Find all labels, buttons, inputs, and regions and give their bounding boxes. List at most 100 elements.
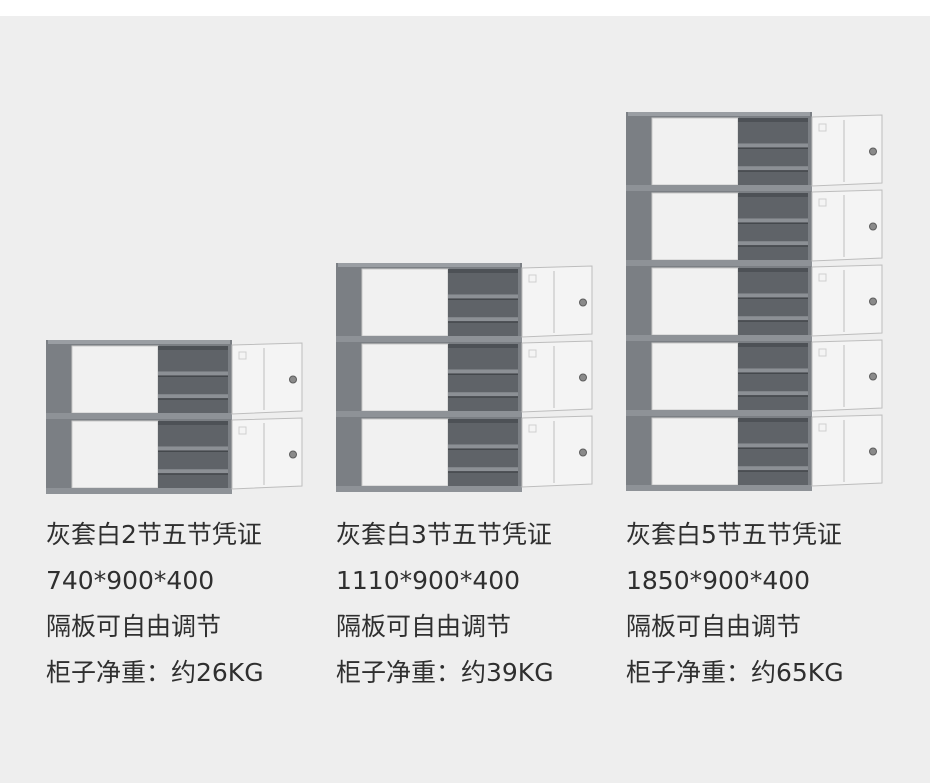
product-weight: 柜子净重：约65KG [626, 658, 844, 687]
shelf-shadow [738, 170, 808, 172]
product-title: 灰套白3节五节凭证 [336, 520, 552, 549]
shelf-shadow [738, 245, 808, 247]
shelf-shadow [738, 395, 808, 397]
sliding-door [361, 268, 449, 337]
shelf-shadow [738, 447, 808, 449]
shelf-shadow [738, 320, 808, 322]
interior-shadow [158, 346, 228, 350]
shelf [448, 444, 518, 449]
product-weight: 柜子净重：约26KG [46, 658, 264, 687]
product-title: 灰套白5节五节凭证 [626, 520, 842, 549]
sliding-door [361, 343, 449, 412]
shelf [448, 369, 518, 374]
lock-icon [579, 298, 587, 307]
product-feature: 隔板可自由调节 [336, 612, 512, 641]
cabinet-interior [158, 346, 228, 413]
shelf [158, 394, 228, 399]
interior-shadow [448, 419, 518, 423]
product-dimensions: 740*900*400 [46, 566, 215, 595]
door-hinge-mark [238, 426, 247, 435]
sliding-door [651, 117, 739, 186]
swing-door [811, 264, 883, 337]
sliding-door [361, 418, 449, 487]
cabinet-interior [738, 118, 808, 185]
product-feature: 隔板可自由调节 [626, 612, 802, 641]
sliding-door [651, 342, 739, 411]
shelf-shadow [448, 373, 518, 375]
cabinet-interior [448, 269, 518, 336]
door-hinge-mark [528, 424, 537, 433]
cabinet-drawing [46, 340, 303, 494]
shelf-shadow [448, 471, 518, 473]
section-divider [336, 336, 522, 342]
section-divider [46, 413, 232, 419]
shelf [738, 466, 808, 471]
cabinet-interior [738, 268, 808, 335]
cabinet-interior [738, 343, 808, 410]
shelf [448, 294, 518, 299]
swing-door [231, 342, 303, 415]
shelf-shadow [158, 450, 228, 452]
cabinet-interior [738, 418, 808, 485]
door-hinge-mark [818, 423, 827, 432]
product-dimensions: 1850*900*400 [626, 566, 811, 595]
door-hinge-mark [238, 351, 247, 360]
interior-shadow [738, 118, 808, 122]
swing-door [811, 339, 883, 412]
cabinet-5-section-image [626, 110, 884, 493]
section-divider [626, 410, 812, 416]
sliding-door [71, 420, 159, 489]
shelf [738, 241, 808, 246]
shelf-shadow [738, 222, 808, 224]
section-divider [626, 485, 812, 491]
shelf-shadow [158, 375, 228, 377]
swing-door [811, 114, 883, 187]
lock-icon [869, 222, 877, 231]
shelf-shadow [448, 396, 518, 398]
door-hinge-mark [818, 123, 827, 132]
shelf [738, 316, 808, 321]
interior-shadow [448, 344, 518, 348]
cabinet-interior [448, 419, 518, 486]
swing-door [521, 415, 593, 488]
shelf-shadow [158, 398, 228, 400]
product-dimensions: 1110*900*400 [336, 566, 521, 595]
cabinet-top-edge [48, 340, 230, 344]
shelf-shadow [738, 470, 808, 472]
shelf [158, 446, 228, 451]
swing-door [811, 189, 883, 262]
lock-icon [869, 297, 877, 306]
swing-door [811, 414, 883, 487]
door-hinge-mark [818, 273, 827, 282]
lock-icon [289, 450, 297, 459]
swing-door [521, 340, 593, 413]
shelf-shadow [738, 147, 808, 149]
cabinet-interior [158, 421, 228, 488]
interior-shadow [738, 268, 808, 272]
shelf-shadow [448, 448, 518, 450]
shelf [738, 391, 808, 396]
shelf-shadow [448, 321, 518, 323]
cabinet-drawing [336, 263, 593, 492]
shelf [738, 166, 808, 171]
interior-shadow [738, 343, 808, 347]
shelf-shadow [738, 372, 808, 374]
product-label-5-section: 灰套白5节五节凭证 1850*900*400 隔板可自由调节 柜子净重：约65K… [626, 512, 896, 696]
door-hinge-mark [818, 348, 827, 357]
sliding-door [71, 345, 159, 414]
shelf [738, 218, 808, 223]
section-divider [626, 335, 812, 341]
lock-icon [289, 375, 297, 384]
cabinet-top-edge [628, 112, 810, 116]
product-label-3-section: 灰套白3节五节凭证 1110*900*400 隔板可自由调节 柜子净重：约39K… [336, 512, 606, 696]
cabinet-2-section-image [46, 338, 304, 496]
section-divider [336, 486, 522, 492]
cabinet-3-section-image [336, 261, 594, 494]
lock-icon [579, 373, 587, 382]
door-hinge-mark [818, 198, 827, 207]
shelf-shadow [738, 297, 808, 299]
product-label-2-section: 灰套白2节五节凭证 740*900*400 隔板可自由调节 柜子净重：约26KG [46, 512, 316, 696]
lock-icon [869, 372, 877, 381]
shelf [738, 443, 808, 448]
sliding-door [651, 267, 739, 336]
